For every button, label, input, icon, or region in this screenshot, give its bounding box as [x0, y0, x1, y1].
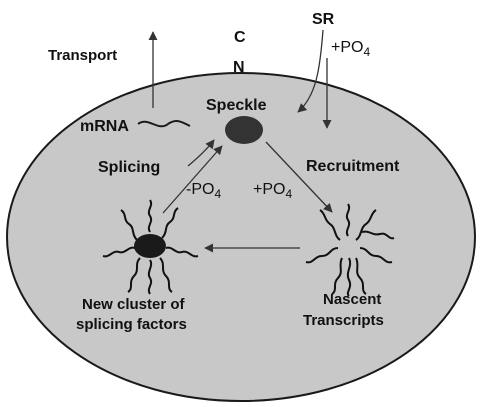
mrna-label: mRNA — [80, 118, 129, 135]
new-cluster-label-line1: New cluster of — [82, 296, 186, 313]
phosphorylation-label-mid: +PO4 — [253, 181, 292, 201]
speckle — [225, 116, 263, 144]
nascent-label-line1: Nascent — [323, 291, 381, 308]
sr-incoming-arrow — [297, 29, 324, 113]
phosphorylation-label-top: +PO4 — [331, 39, 370, 59]
mrna-squiggle — [137, 119, 191, 128]
nucleus-ellipse — [6, 72, 476, 402]
cytoplasm-label: C — [234, 29, 246, 46]
recruitment-arrow — [265, 141, 333, 213]
dephosphorylation-label: -PO4 — [186, 181, 221, 201]
speckle-label: Speckle — [206, 97, 267, 114]
splicing-label: Splicing — [98, 159, 160, 176]
nascent-transcripts — [305, 203, 395, 297]
sr-label: SR — [312, 11, 335, 28]
recruitment-label: Recruitment — [306, 158, 400, 175]
new-cluster-label-line2: splicing factors — [76, 316, 187, 333]
dephosphorylation-arrow — [162, 145, 223, 214]
splicing-arrow — [187, 139, 215, 167]
new-cluster-transcripts — [102, 199, 199, 295]
nucleus-label: N — [233, 59, 245, 76]
nascent-label-line2: Transcripts — [303, 312, 384, 329]
transport-label: Transport — [48, 47, 117, 64]
